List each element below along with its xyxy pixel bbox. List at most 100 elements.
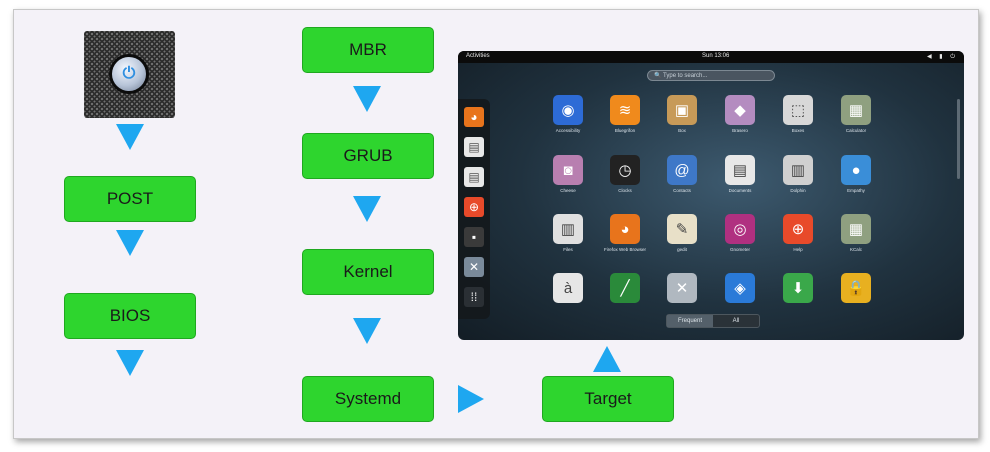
at-icon: @ <box>667 155 697 185</box>
box-icon: ▣ <box>667 95 697 125</box>
app-tile: @ Contacts <box>656 155 708 193</box>
globe-icon: ◉ <box>553 95 583 125</box>
systemd-box: Systemd <box>302 376 434 422</box>
post-label: POST <box>106 189 154 208</box>
app-tile: ╱ <box>599 273 651 306</box>
font-icon: à <box>553 273 583 303</box>
cabinet-icon: ▥ <box>553 214 583 244</box>
lifebuoy-icon: ⊕ <box>783 214 813 244</box>
camera-icon: ◙ <box>553 155 583 185</box>
arrow-grub-to-kernel <box>353 196 381 222</box>
bios-box: BIOS <box>64 293 196 339</box>
help-icon: ⊕ <box>464 197 484 217</box>
arrow-mbr-to-grub <box>353 86 381 112</box>
download-icon: ⬇ <box>783 273 813 303</box>
app-tile: ◎ Gnometer <box>714 214 766 252</box>
app-tile: ◷Clocks <box>599 155 651 193</box>
blocks-icon: ◈ <box>725 273 755 303</box>
app-label: Empathy <box>847 188 865 193</box>
app-label: Calculator <box>845 128 867 133</box>
arrow-kernel-to-systemd <box>353 318 381 344</box>
app-label: Brasero <box>732 128 748 133</box>
scrollbar <box>957 99 960 179</box>
post-box: POST <box>64 176 196 222</box>
tray-icons: ◀ ▮ ⏻ <box>927 54 958 60</box>
calculator-icon: ▦ <box>841 95 871 125</box>
app-label: Boxes <box>791 128 805 133</box>
desktop-screenshot: Activities Sun 13:06 ◀ ▮ ⏻ 🔍 Type to sea… <box>458 51 964 340</box>
file-icon: ▥ <box>783 155 813 185</box>
app-tile: 🔒 <box>830 273 882 306</box>
app-label: Help <box>793 247 803 252</box>
tab-frequent: Frequent <box>667 315 713 327</box>
power-button-image: ⏻ <box>84 31 175 118</box>
app-tile: ▦ KCalc <box>830 214 882 252</box>
power-icon: ⏻ <box>112 57 146 91</box>
arrow-bios-to-mbr <box>116 350 144 376</box>
tab-all: All <box>732 318 740 324</box>
app-tile: ▤Documents <box>714 155 766 193</box>
app-label: Cheese <box>560 188 576 193</box>
clock-label: Sun 13:06 <box>702 53 730 59</box>
lock-icon: 🔒 <box>841 273 871 303</box>
app-tile: ▦ Calculator <box>830 95 882 133</box>
app-tile: ● Empathy <box>830 155 882 193</box>
search-placeholder: Type to search... <box>663 73 708 79</box>
eyedropper-icon: ╱ <box>610 273 640 303</box>
app-label: gedit <box>677 247 687 252</box>
app-label: Dolphin <box>790 188 806 193</box>
arrow-systemd-to-target <box>458 385 484 413</box>
app-tile: ▣ Box <box>656 95 708 133</box>
document-icon: ▤ <box>464 167 484 187</box>
dock: ◕▤▤⊕▪✕⁞⁞ <box>458 99 490 319</box>
target-box: Target <box>542 376 674 422</box>
target-label: Target <box>584 389 632 408</box>
app-label: Bluegrifon <box>614 128 636 133</box>
app-label: Gnometer <box>729 247 750 252</box>
firefox-icon: ◕ <box>610 214 640 244</box>
app-tile: ⬚ Boxes <box>772 95 824 133</box>
calculator-icon: ▦ <box>841 214 871 244</box>
app-label: Contacts <box>673 188 691 193</box>
arrow-post-to-bios <box>116 230 144 256</box>
mbr-label: MBR <box>349 40 387 59</box>
chat-icon: ● <box>841 155 871 185</box>
activities-label: Activities <box>466 53 490 59</box>
firefox-icon: ◕ <box>464 107 484 127</box>
document-icon: ▤ <box>725 155 755 185</box>
mbr-box: MBR <box>302 27 434 73</box>
app-grid-icon: ⁞⁞ <box>464 287 484 307</box>
eye-icon: ◎ <box>725 214 755 244</box>
tools-icon: ✕ <box>667 273 697 303</box>
app-tile: ◉ Accessibility <box>542 95 594 133</box>
arrow-power-to-post <box>116 124 144 150</box>
app-tile: ✕ <box>656 273 708 306</box>
rss-icon: ≋ <box>610 95 640 125</box>
kernel-box: Kernel <box>302 249 434 295</box>
bios-label: BIOS <box>109 306 151 325</box>
app-tile: à <box>542 273 594 306</box>
app-tile: ◆Brasero <box>714 95 766 133</box>
systemd-label: Systemd <box>334 389 402 408</box>
tools-icon: ✕ <box>464 257 484 277</box>
document-icon: ▤ <box>464 137 484 157</box>
app-tile: ◕ Firefox Web Browser <box>599 214 651 252</box>
desktop-topbar: Activities Sun 13:06 ◀ ▮ ⏻ <box>458 51 964 63</box>
app-label: Accessibility <box>555 128 581 133</box>
pencil-icon: ✎ <box>667 214 697 244</box>
kernel-label: Kernel <box>343 262 393 281</box>
app-label: KCalc <box>849 247 862 252</box>
app-tile: ⊕ Help <box>772 214 824 252</box>
app-tile: ⬇ <box>772 273 824 306</box>
app-tile: ✎ gedit <box>656 214 708 252</box>
view-tabs: Frequent All <box>666 314 760 328</box>
app-tile: ◈ <box>714 273 766 306</box>
app-tile: ◙ Cheese <box>542 155 594 193</box>
app-label: Box <box>678 128 686 133</box>
app-label: Firefox Web Browser <box>604 247 646 252</box>
grub-label: GRUB <box>343 146 393 165</box>
app-tile: ≋ Bluegrifon <box>599 95 651 133</box>
search-input: 🔍 Type to search... <box>647 70 775 81</box>
cube-icon: ⬚ <box>783 95 813 125</box>
clock-icon: ◷ <box>610 155 640 185</box>
